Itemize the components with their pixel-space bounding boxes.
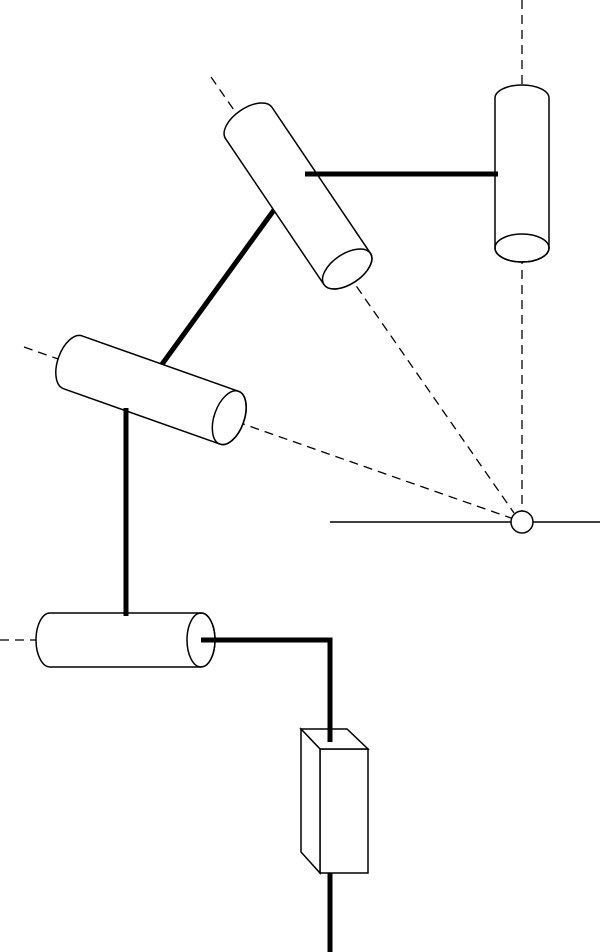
horizontal-revolute-joint-lower: [35, 612, 216, 668]
link-lower-to-block: [201, 637, 333, 742]
vertical-revolute-joint: [494, 84, 550, 263]
rotation-axes: [0, 0, 523, 641]
link-upper-to-middle: [157, 208, 277, 369]
ground-reference: [330, 510, 600, 534]
links: [123, 171, 498, 952]
block-side-face: [300, 727, 321, 875]
block-front-face: [319, 748, 369, 874]
middle-inclined-axis: [23, 346, 512, 519]
inclined-revolute-joint-middle: [55, 334, 247, 446]
link-attachments: [123, 171, 498, 890]
inclined-revolute-joint-upper: [223, 102, 373, 290]
intersection-point: [510, 510, 534, 534]
upper-inclined-axis: [210, 76, 515, 514]
prismatic-block: [299, 727, 370, 875]
